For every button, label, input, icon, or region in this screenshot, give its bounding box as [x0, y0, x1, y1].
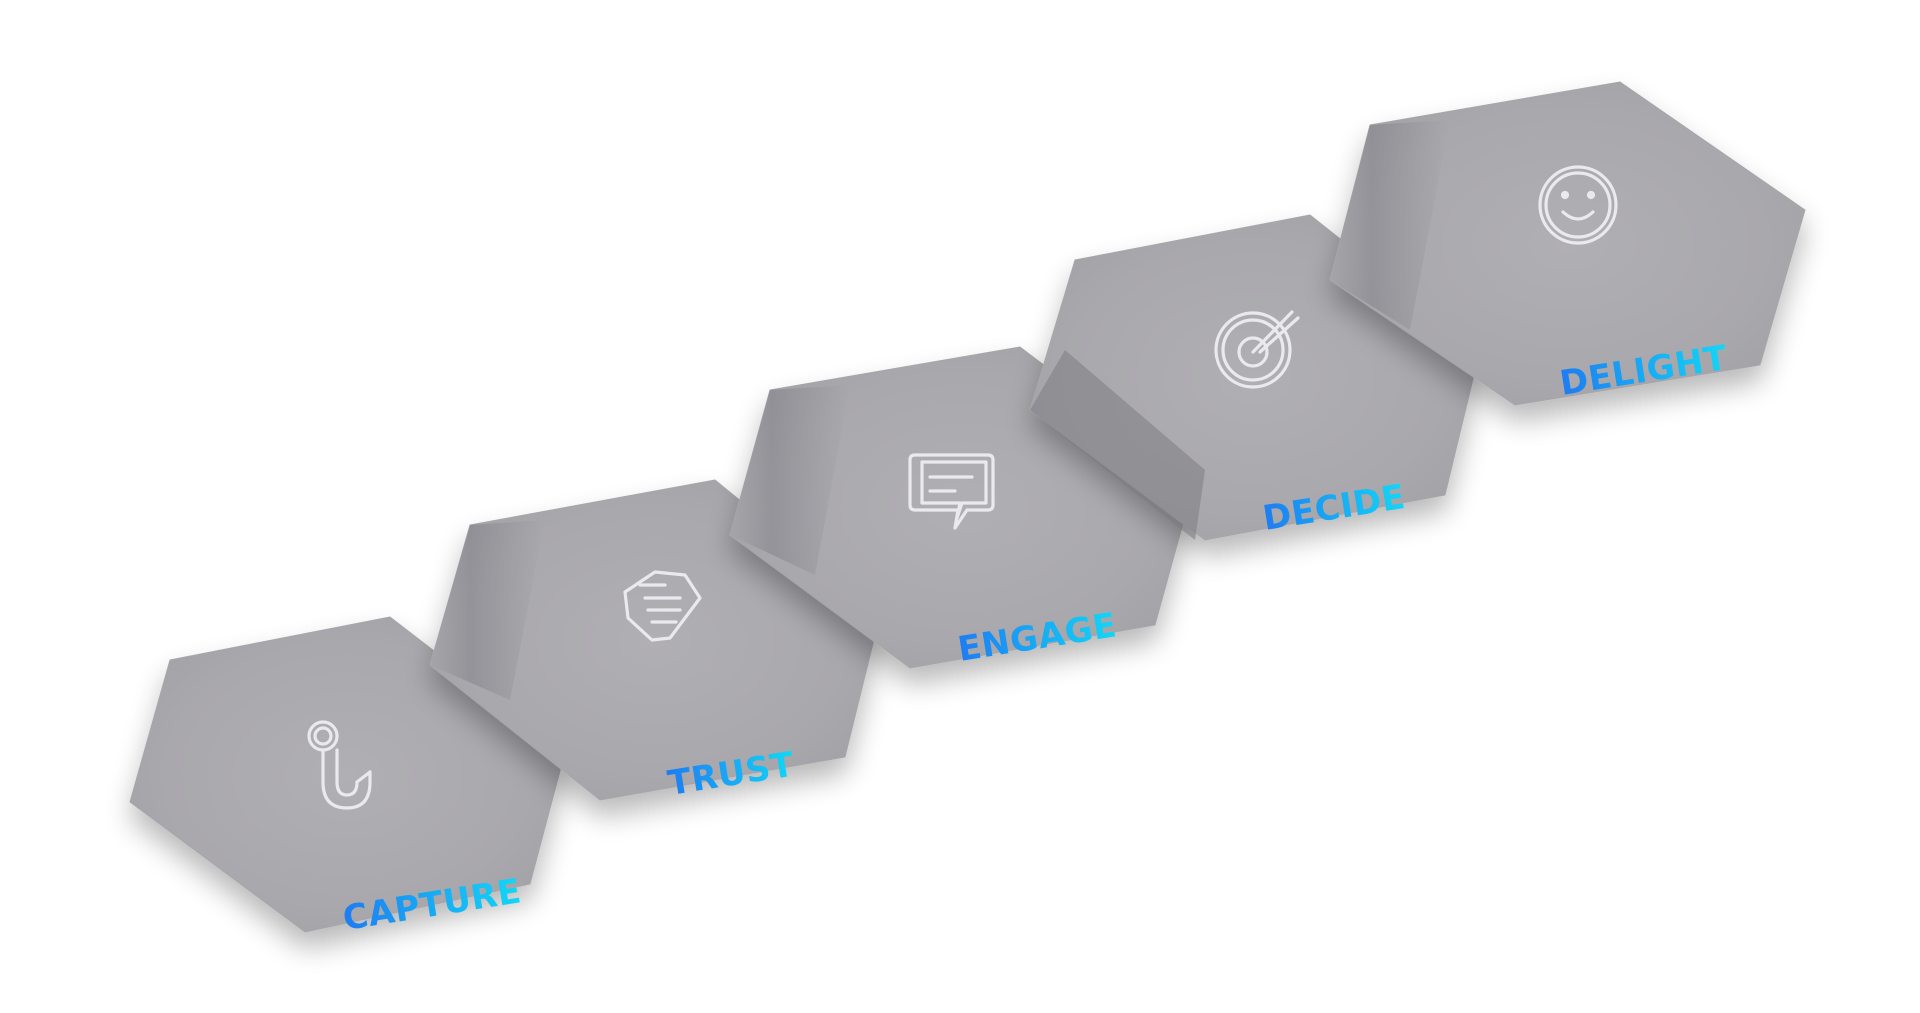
overlap-shadow-decide [1030, 350, 1205, 540]
step-capture [129, 616, 566, 933]
target-icon [1214, 310, 1300, 389]
overlap-shadow-trust [430, 520, 545, 700]
overlap-shadow-delight [1330, 120, 1450, 330]
fishing-hook-icon [307, 720, 372, 810]
smiley-face-icon [1538, 165, 1618, 245]
hexagon-tile-capture [129, 616, 566, 933]
overlap-shadow-engage [730, 385, 850, 575]
step-delight [1329, 81, 1806, 406]
chat-bubble-icon [908, 453, 995, 530]
handshake-icon [623, 570, 702, 642]
